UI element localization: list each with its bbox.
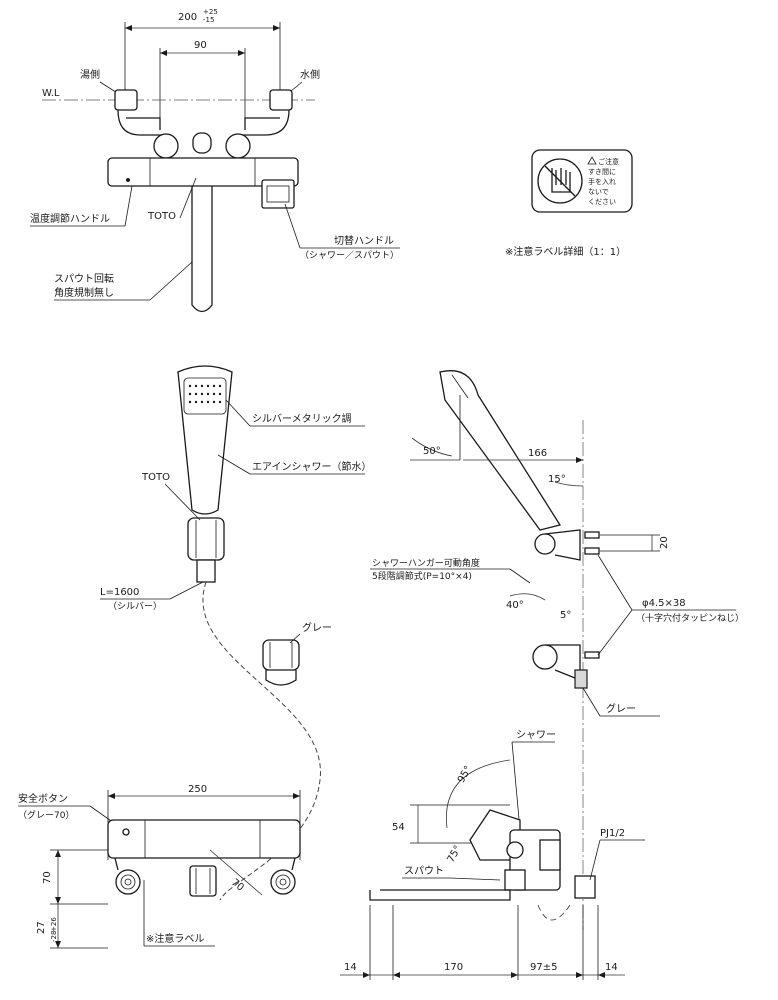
pipe-label: PJ1/2 <box>600 828 625 839</box>
dim-54: 54 <box>392 822 405 833</box>
caution-line-5: ください <box>588 198 616 206</box>
finish-label: シルバーメタリック調 <box>252 412 352 425</box>
shower-type-label: エアインシャワー（節水） <box>252 460 372 473</box>
dim-250: 250 <box>188 784 207 795</box>
angle-95: 95° <box>456 764 474 785</box>
angle-15: 15° <box>548 474 566 485</box>
screw-label-1: φ4.5×38 <box>642 598 686 609</box>
cold-side-label: 水側 <box>300 68 320 81</box>
angle-75: 75° <box>446 844 464 865</box>
spout-rotation-1: スパウト回転 <box>54 273 114 285</box>
dim-14-left: 14 <box>344 962 357 973</box>
dim-27-tol-minus: -28 <box>50 931 58 942</box>
switch-handle-sub: （シャワー／スパウト） <box>300 250 399 261</box>
side-view: 50° 166 15° 20 シャワーハンガー可動角度 5段階調節式(P=10°… <box>340 370 744 980</box>
caution-label-detail: ご注意 すき間に 手を入れ ないで ください ※注意ラベル詳細（1：1） <box>505 149 633 258</box>
shower-hose <box>202 581 321 901</box>
dim-170: 170 <box>444 962 463 973</box>
top-view: 200 +25 -15 90 W.L 湯側 水側 <box>30 8 400 313</box>
hanger-label-2: 5段階調節式(P=10°×4) <box>372 570 472 582</box>
side-grey-label: グレー <box>606 702 636 715</box>
dim-90: 90 <box>194 40 207 51</box>
front-view: 安全ボタン （グレー70） 250 <box>18 784 301 949</box>
spray-holes-icon <box>188 384 222 404</box>
dim-27-tol-plus: +26 <box>50 917 58 932</box>
safety-button-label: 安全ボタン <box>18 792 68 805</box>
safety-color-label: （グレー70） <box>18 809 74 821</box>
spout-label: スパウト <box>404 865 444 877</box>
dim-14-right: 14 <box>605 962 618 973</box>
caution-line-4: ないで <box>588 188 609 196</box>
caution-line-2: すき間に <box>588 168 616 176</box>
hose-length-label: L=1600 <box>100 587 139 598</box>
hose-color-label: （シルバー） <box>108 601 162 612</box>
spout-rotation-2: 角度規制無し <box>54 286 114 299</box>
hot-side-label: 湯側 <box>80 68 100 81</box>
dim-27: 27 <box>36 921 47 934</box>
caution-line-1: ご注意 <box>598 157 619 166</box>
angle-40: 40° <box>506 600 524 611</box>
screw-label-2: （十字穴付タッピンねじ） <box>636 612 744 624</box>
angle-5: 5° <box>560 610 571 621</box>
temp-handle-label: 温度調節ハンドル <box>30 212 110 225</box>
dim-200-tol-minus: -15 <box>203 16 214 24</box>
shower-label: シャワー <box>516 730 556 741</box>
caution-ref-label: ※注意ラベル <box>146 932 204 945</box>
dim-70-left: 70 <box>42 871 53 884</box>
dim-200-tol-plus: +25 <box>203 8 218 16</box>
hanger-label-1: シャワーハンガー可動角度 <box>372 557 480 569</box>
dim-166: 166 <box>528 448 547 459</box>
left-union <box>115 869 141 895</box>
holder-color-label: グレー <box>302 621 332 634</box>
safety-button <box>122 828 130 836</box>
dim-200: 200 <box>178 12 197 23</box>
prohibition-icon <box>544 165 576 197</box>
top-brand-label: TOTO <box>147 211 176 222</box>
right-union <box>270 869 296 895</box>
switch-handle-label: 切替ハンドル <box>334 234 394 247</box>
caution-caption: ※注意ラベル詳細（1：1） <box>505 245 626 258</box>
shower-brand-label: TOTO <box>141 472 170 483</box>
dim-20: 20 <box>659 536 670 549</box>
dim-97: 97±5 <box>530 962 557 973</box>
water-level-label: W.L <box>42 88 60 99</box>
shower-head-view: シルバーメタリック調 エアインシャワー（節水） TOTO L=1600 （シルバ… <box>100 365 372 901</box>
angle-50: 50° <box>423 446 441 457</box>
caution-line-3: 手を入れ <box>588 177 616 186</box>
